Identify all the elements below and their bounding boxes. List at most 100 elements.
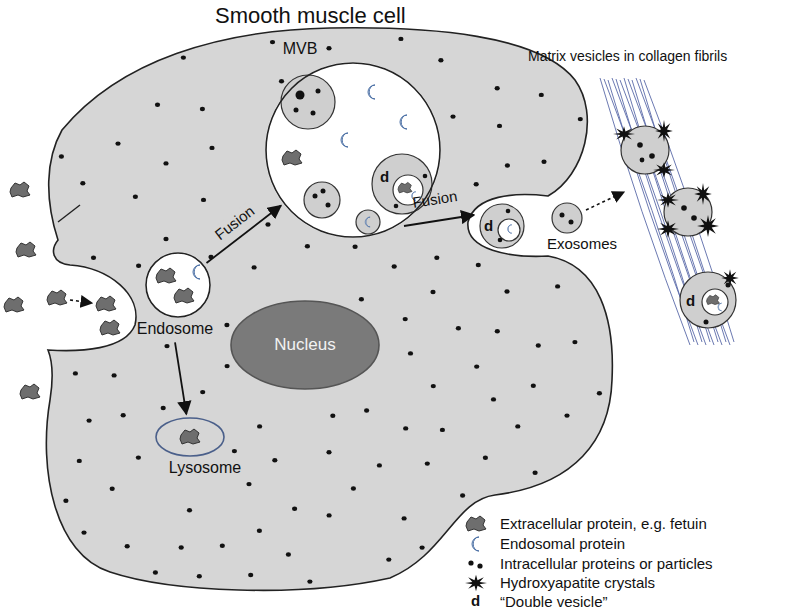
intracellular-particle: [403, 317, 408, 321]
intracellular-particle: [572, 340, 577, 344]
lysosome-fill: [155, 417, 225, 457]
node-label: Lysosome: [169, 459, 241, 477]
matrix-vesicle: [613, 126, 635, 141]
lysosome-outline: [156, 418, 224, 456]
intracellular-particle: [539, 93, 544, 97]
intracellular-particle: [474, 182, 479, 186]
intracellular-particle: [460, 493, 465, 497]
vesicle-letter: d: [484, 217, 493, 234]
mvb-content: [356, 210, 380, 234]
intracellular-particle: [305, 244, 310, 248]
endocytosis: [47, 290, 67, 305]
endocytosis: [70, 300, 92, 303]
legend-sample: [472, 537, 479, 551]
legend-sample: [465, 575, 487, 592]
endocytosis: [4, 182, 120, 399]
process-label: Fusion: [411, 187, 458, 211]
matrix-vesicle: [694, 183, 712, 205]
process-arrow: [175, 342, 186, 414]
intracellular-particle: [292, 507, 297, 511]
intracellular-particle: [491, 397, 496, 401]
matrix-vesicle: [681, 205, 687, 211]
part-label: Exosomes: [545, 235, 619, 252]
intracellular-particle: [555, 284, 560, 288]
intracellular-particle: [408, 351, 413, 355]
intracellular-particle: [125, 544, 130, 548]
intracellular-particle: [232, 449, 237, 453]
endosome-outline: [146, 253, 210, 317]
matrix-vesicle: [702, 289, 728, 315]
intracellular-particle: [564, 413, 569, 417]
exocytosis: [480, 204, 524, 248]
endocytosis: [100, 320, 120, 335]
matrix-vesicle: [657, 192, 679, 207]
collagen-fibril: [600, 78, 734, 345]
matrix-vesicle: [649, 153, 655, 159]
intracellular-particle: [402, 516, 407, 520]
endocytosis: [16, 242, 36, 257]
nucleus: Nucleus: [230, 300, 380, 390]
intracellular-particle: [353, 245, 358, 249]
intracellular-particle: [133, 195, 138, 199]
legend-symbol: d: [471, 592, 480, 609]
mvb-content: [394, 204, 399, 209]
lysosome-fill: [155, 417, 225, 457]
legend-label: Hydroxyapatite crystals: [500, 574, 655, 591]
intracellular-particle: [434, 256, 439, 260]
intracellular-particle: [257, 529, 262, 533]
intracellular-particle: [246, 482, 251, 486]
mvb-content: [281, 75, 335, 129]
intracellular-particle: [73, 371, 78, 375]
intracellular-particle: [224, 323, 229, 327]
endosome-fill: [156, 268, 176, 283]
node-label: Endosome: [137, 320, 214, 338]
intracellular-particle: [63, 499, 68, 503]
collagen-fibril: [644, 80, 734, 342]
intracellular-particle: [136, 455, 141, 459]
intracellular-particle: [505, 163, 510, 167]
exocytosis: [586, 192, 624, 210]
intracellular-particle: [201, 198, 206, 202]
legend-label: Extracellular protein, e.g. fetuin: [500, 515, 707, 532]
intracellular-particle: [163, 161, 168, 165]
legend-label: Endosomal protein: [500, 535, 625, 552]
intracellular-particle: [377, 463, 382, 467]
intracellular-particle: [326, 46, 331, 50]
intracellular-particle: [327, 513, 332, 517]
mvb-content: [365, 217, 370, 227]
intracellular-particle: [330, 414, 335, 418]
node-label: Nucleus: [274, 335, 335, 355]
intracellular-particle: [504, 289, 509, 293]
mvb-content: [311, 111, 316, 116]
intracellular-particle: [578, 117, 583, 121]
intracellular-particle: [398, 37, 403, 41]
membrane-fold: [58, 205, 80, 222]
intracellular-particle: [161, 406, 166, 410]
intracellular-particle: [272, 458, 277, 462]
exocytosis: [404, 215, 474, 226]
intracellular-particle: [200, 390, 205, 394]
legend-sample: [477, 563, 482, 568]
intracellular-particle: [209, 146, 214, 150]
intracellular-particle: [440, 428, 445, 432]
exocytosis: [569, 220, 574, 225]
intracellular-particle: [286, 552, 291, 556]
intracellular-particle: [420, 545, 425, 549]
mvb-content: [304, 182, 340, 218]
intracellular-particle: [80, 181, 85, 185]
intracellular-particle: [364, 408, 369, 412]
exocytosis: [498, 238, 503, 243]
exocytosis: [560, 213, 565, 218]
endosome-fill: [174, 288, 194, 303]
intracellular-particle: [450, 114, 455, 118]
mvb-compartment: MVB: [265, 62, 441, 238]
legend-label: Intracellular proteins or particles: [500, 555, 713, 572]
intracellular-particle: [597, 391, 602, 395]
cell-body: [46, 28, 612, 591]
intracellular-particle: [431, 384, 436, 388]
intracellular-particle: [536, 343, 541, 347]
intracellular-particle: [77, 459, 82, 463]
intracellular-particle: [248, 573, 253, 577]
intracellular-particle: [425, 461, 430, 465]
intracellular-particle: [200, 107, 205, 111]
